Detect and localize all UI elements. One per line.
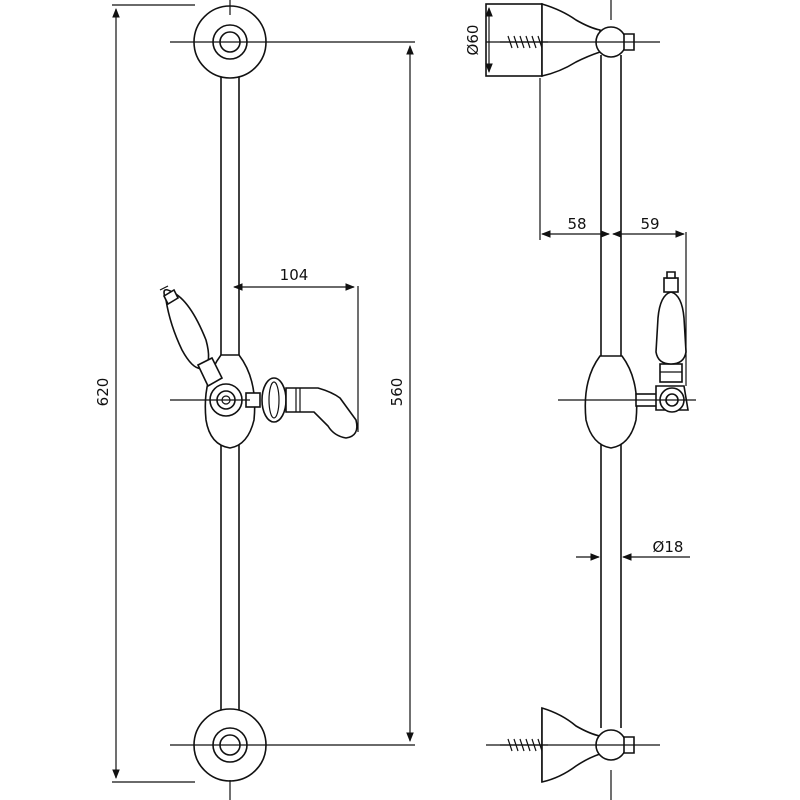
dimension-59-label: 59 <box>640 215 659 233</box>
dimension-diameter-18: Ø18 <box>576 538 690 561</box>
dimension-diameter-60-label: Ø60 <box>464 25 482 56</box>
dimension-58-59: 58 59 <box>539 78 687 386</box>
front-centre-lines <box>170 0 415 800</box>
dimension-620: 620 <box>94 4 195 783</box>
side-slider <box>584 355 638 449</box>
dimension-diameter-60: Ø60 <box>464 7 493 73</box>
dimension-diameter-18-label: Ø18 <box>653 538 684 556</box>
dimension-560: 560 <box>388 45 414 742</box>
side-view: Ø60 58 59 Ø18 <box>464 0 696 800</box>
dimension-560-label: 560 <box>388 378 406 407</box>
front-hand-shower-holder <box>245 377 358 439</box>
dimension-58-label: 58 <box>567 215 586 233</box>
side-lever-handle <box>635 271 689 413</box>
dimension-104: 104 <box>233 266 359 432</box>
dimension-104-label: 104 <box>280 266 309 284</box>
side-centre-lines <box>486 0 696 800</box>
dimension-620-label: 620 <box>94 378 112 407</box>
side-top-bracket <box>485 2 635 77</box>
front-lever-handle <box>159 285 224 388</box>
front-view: 620 560 104 <box>94 0 415 800</box>
